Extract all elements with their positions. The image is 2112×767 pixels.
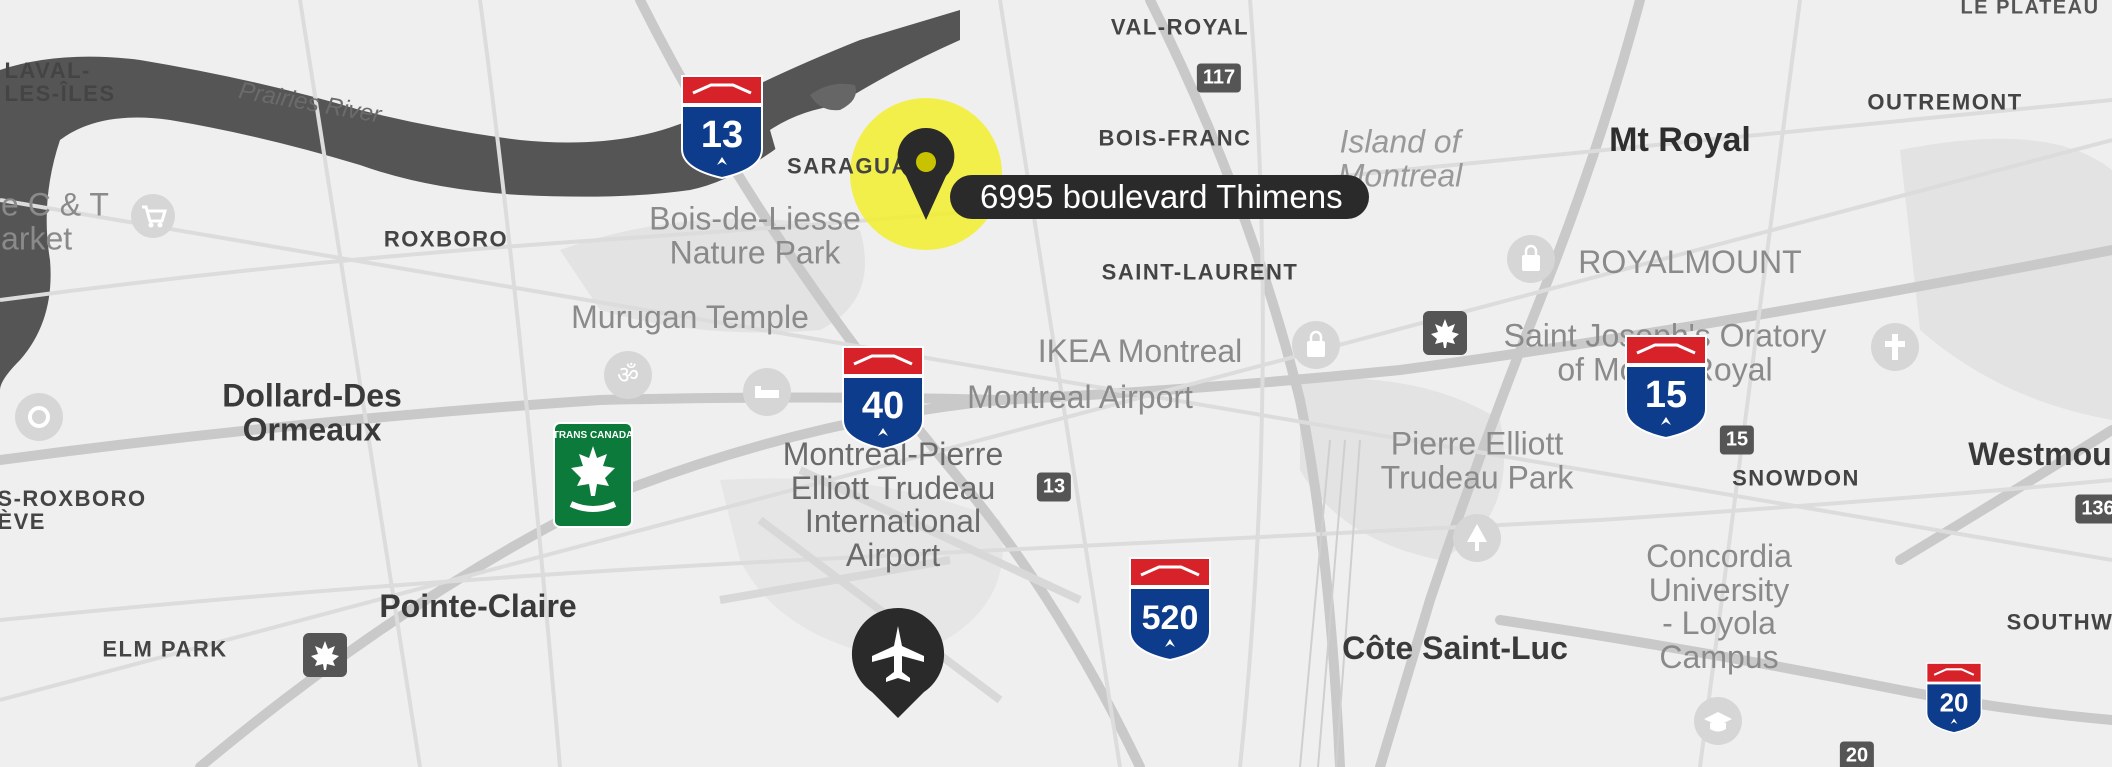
airplane-icon[interactable] bbox=[850, 606, 946, 720]
label-market: e C & T arket bbox=[1, 186, 109, 256]
autoroute-15-shield: 15 bbox=[1625, 335, 1707, 439]
trans-canada-text: TRANS CANADA bbox=[553, 430, 633, 441]
tree-icon[interactable] bbox=[1451, 512, 1503, 564]
label-snowdon: SNOWDON bbox=[1732, 465, 1860, 491]
label-pierre-elliott-park: Pierre Elliott Trudeau Park bbox=[1380, 425, 1574, 495]
label-bois-de-liesse: Bois-de-Liesse Nature Park bbox=[649, 200, 861, 270]
shopping-cart-icon[interactable] bbox=[129, 192, 177, 240]
autoroute-15-number: 15 bbox=[1645, 374, 1687, 416]
map-pin-icon[interactable] bbox=[897, 127, 955, 220]
label-outremont: OUTREMONT bbox=[1867, 89, 2023, 115]
marker-address-label[interactable]: 6995 boulevard Thimens bbox=[950, 175, 1369, 219]
route-117-marker: 117 bbox=[1196, 63, 1242, 93]
label-concordia: Concordia University - Loyola Campus bbox=[1646, 537, 1792, 675]
svg-text:ॐ: ॐ bbox=[617, 361, 639, 389]
autoroute-520-shield: 520 bbox=[1129, 557, 1211, 661]
label-royalmount: ROYALMOUNT bbox=[1578, 244, 1802, 281]
trans-canada-shield: TRANS CANADA bbox=[553, 422, 633, 528]
label-westmount: Westmou bbox=[1968, 436, 2112, 473]
graduation-cap-icon[interactable] bbox=[1692, 695, 1744, 747]
autoroute-40-number: 40 bbox=[862, 385, 904, 427]
cross-icon[interactable] bbox=[1869, 321, 1921, 373]
label-murugan-temple: Murugan Temple bbox=[571, 299, 809, 336]
maple-leaf-route-icon bbox=[303, 633, 347, 677]
route-15-marker: 15 bbox=[1719, 425, 1755, 455]
shopping-bag-icon[interactable] bbox=[1290, 319, 1342, 371]
label-pointe-claire: Pointe-Claire bbox=[379, 588, 577, 625]
label-bois-franc: BOIS-FRANC bbox=[1098, 125, 1252, 151]
label-saraguay: SARAGUAY bbox=[787, 153, 923, 179]
label-mt-royal: Mt Royal bbox=[1609, 121, 1751, 160]
label-trudeau-airport: Montréal-Pierre Elliott Trudeau Internat… bbox=[782, 435, 1004, 573]
route-136-marker: 136 bbox=[2075, 494, 2112, 524]
label-roxboro: ROXBORO bbox=[383, 226, 509, 252]
label-southwest: SOUTHW bbox=[2006, 609, 2112, 635]
autoroute-20-shield: 20 bbox=[1926, 662, 1982, 734]
autoroute-13-number: 13 bbox=[701, 114, 743, 156]
autoroute-40-shield: 40 bbox=[842, 346, 924, 450]
label-elm-park: ELM PARK bbox=[102, 636, 228, 662]
label-cote-saint-luc: Côte Saint-Luc bbox=[1342, 630, 1568, 667]
autoroute-13-shield: 13 bbox=[681, 75, 763, 179]
label-ikea-montreal: IKEA Montreal bbox=[1037, 333, 1243, 370]
label-saint-laurent: SAINT-LAURENT bbox=[1101, 259, 1299, 285]
label-dollard: Dollard-Des Ormeaux bbox=[222, 377, 402, 447]
route-13-marker: 13 bbox=[1036, 472, 1072, 502]
label-laval: LAVAL- LES-ÎLES bbox=[4, 57, 116, 106]
om-icon[interactable]: ॐ bbox=[602, 349, 654, 401]
shopping-bag-icon[interactable] bbox=[1505, 233, 1557, 285]
location-circle-icon[interactable] bbox=[13, 391, 65, 443]
label-montreal-airport: Montreal Airport bbox=[967, 379, 1193, 416]
autoroute-20-number: 20 bbox=[1940, 690, 1969, 718]
maple-leaf-route-icon bbox=[1423, 311, 1467, 355]
autoroute-520-number: 520 bbox=[1142, 599, 1199, 637]
route-20-marker: 20 bbox=[1839, 741, 1875, 767]
bed-icon[interactable] bbox=[741, 366, 793, 418]
label-s-roxboro: S-ROXBORO ÈVE bbox=[0, 485, 147, 534]
label-le-plateau: LE PLATEAU bbox=[1960, 0, 2100, 19]
label-val-royal: VAL-ROYAL bbox=[1110, 14, 1250, 40]
